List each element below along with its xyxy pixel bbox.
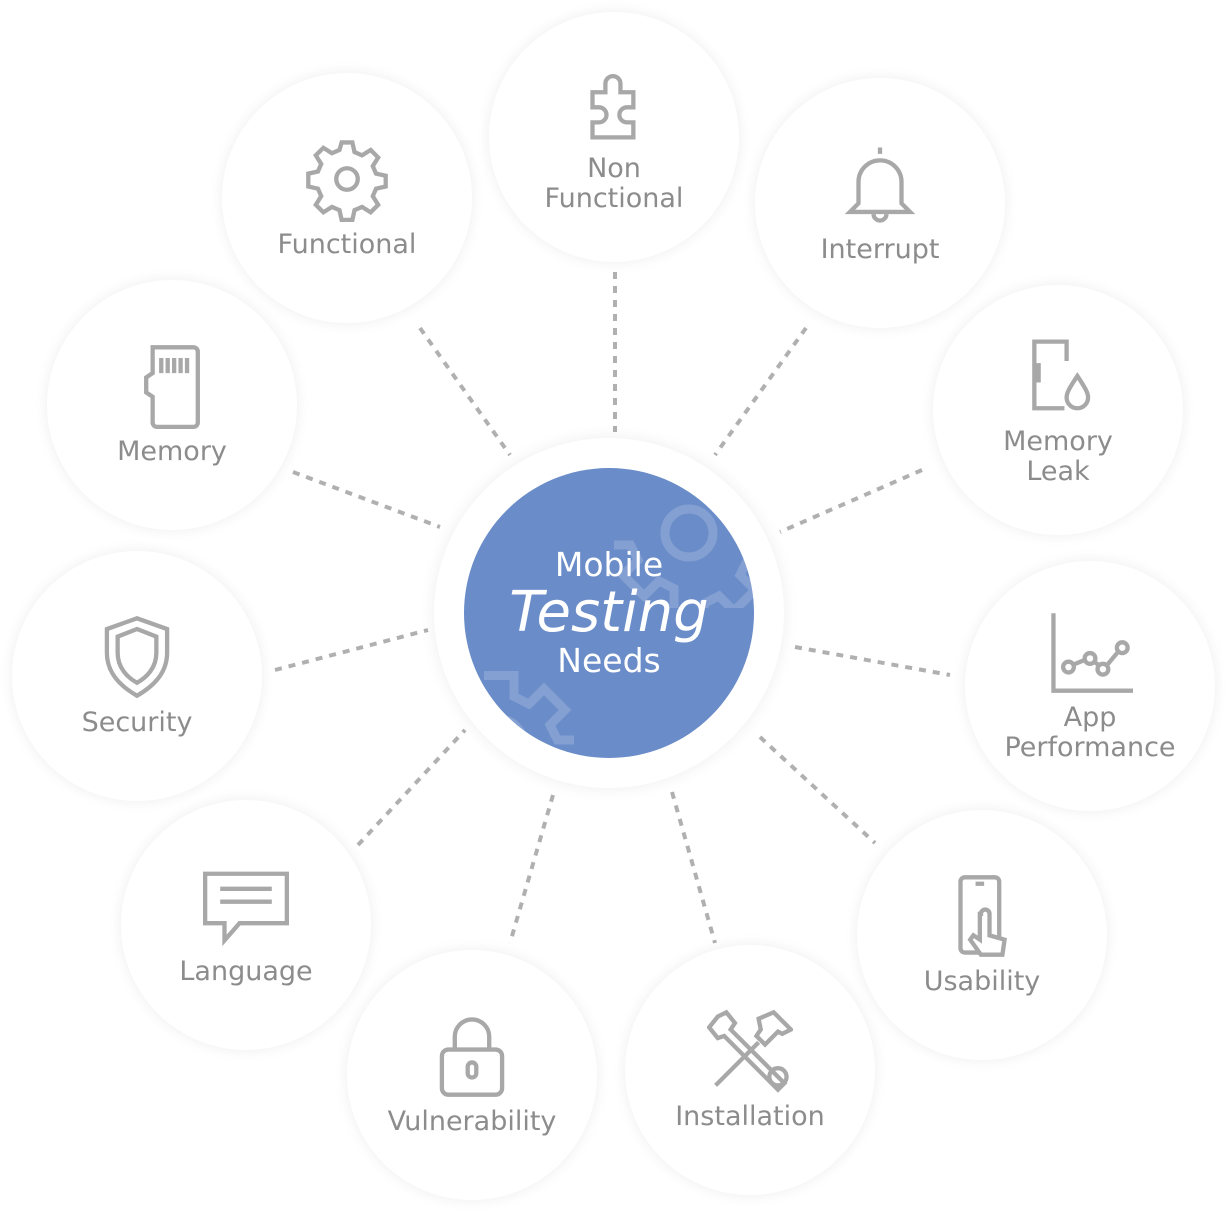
memory-card-icon [144, 345, 200, 429]
connector [418, 326, 512, 457]
connector [274, 628, 429, 672]
node-label: Functional [277, 229, 417, 260]
connector [356, 728, 467, 847]
connector [794, 645, 951, 677]
node-label: Language [179, 956, 313, 987]
node-label: Interrupt [820, 234, 940, 265]
chart-icon [1051, 613, 1133, 693]
hub-title-line1: Mobile [554, 545, 664, 584]
tools-icon [707, 1009, 793, 1093]
node-security: Security [12, 551, 262, 801]
connector [508, 794, 555, 944]
node-app-performance: App Performance [965, 561, 1215, 811]
node-memory: Memory [47, 280, 297, 530]
node-installation: Installation [625, 945, 875, 1195]
puzzle-icon [590, 74, 636, 140]
node-label: Non Functional [544, 153, 684, 214]
hub-title-line3: Needs [557, 641, 661, 680]
node-label: Usability [923, 966, 1041, 997]
leak-icon [1032, 339, 1091, 411]
gear-icon [306, 140, 388, 222]
gear-watermark-icon [614, 468, 754, 608]
node-label: Security [81, 707, 193, 738]
speech-bubble-icon [203, 871, 289, 947]
padlock-icon [439, 1017, 505, 1097]
touch-phone-icon [958, 875, 1007, 957]
connector [292, 470, 441, 529]
node-memory-leak: Memory Leak [933, 285, 1183, 535]
connector [670, 791, 717, 944]
node-vulnerability: Vulnerability [347, 950, 597, 1200]
gear-watermark-icon [470, 671, 574, 758]
node-label: Memory [117, 436, 227, 467]
shield-icon [104, 616, 170, 699]
bell-icon [844, 147, 916, 223]
hub-circle: Mobile Testing Needs [464, 468, 754, 758]
node-language: Language [121, 800, 371, 1050]
node-label: Installation [675, 1101, 825, 1132]
connector [713, 326, 808, 457]
connector [779, 468, 923, 534]
connector [758, 735, 877, 845]
node-label: App Performance [1004, 702, 1176, 763]
node-label: Vulnerability [387, 1106, 557, 1137]
node-usability: Usability [857, 810, 1107, 1060]
hub-title-line2: Testing [509, 580, 709, 645]
node-functional: Functional [222, 73, 472, 323]
node-non-functional: Non Functional [489, 12, 739, 262]
node-interrupt: Interrupt [755, 78, 1005, 328]
node-label: Memory Leak [1003, 426, 1113, 487]
